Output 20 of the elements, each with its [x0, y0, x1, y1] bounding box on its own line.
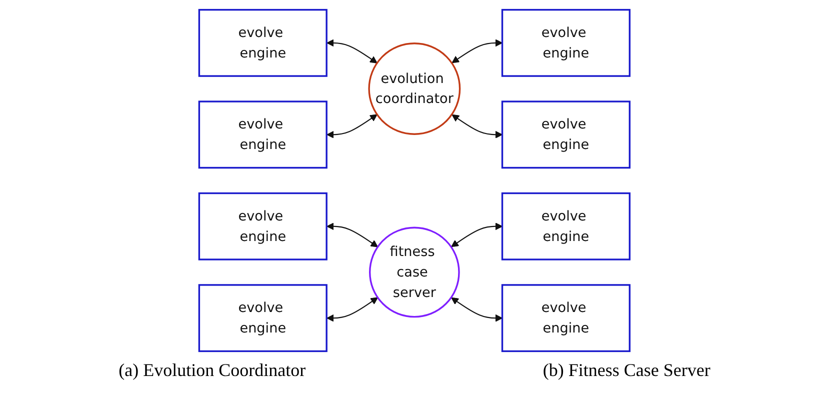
arrow: [326, 296, 378, 322]
node-box: evolve engine: [198, 284, 328, 352]
node-circle: evolution coordinator: [368, 42, 461, 134]
arrow: [452, 114, 503, 138]
figure-caption: (a) Evolution Coordinator: [118, 360, 306, 381]
node-box: evolve engine: [198, 192, 328, 260]
node-box: evolve engine: [501, 192, 631, 260]
node-box: evolve engine: [501, 100, 631, 168]
node-box: evolve engine: [198, 8, 328, 76]
arrow: [451, 296, 503, 322]
arrow: [326, 222, 378, 247]
arrow: [452, 38, 503, 63]
arrow: [451, 222, 503, 247]
arrow: [326, 38, 378, 63]
node-box: evolve engine: [501, 8, 631, 76]
figure-caption: (b) Fitness Case Server: [542, 360, 710, 381]
node-box: evolve engine: [501, 284, 631, 352]
node-circle: fitness case server: [369, 226, 460, 318]
arrow: [326, 114, 378, 138]
node-box: evolve engine: [198, 100, 328, 168]
